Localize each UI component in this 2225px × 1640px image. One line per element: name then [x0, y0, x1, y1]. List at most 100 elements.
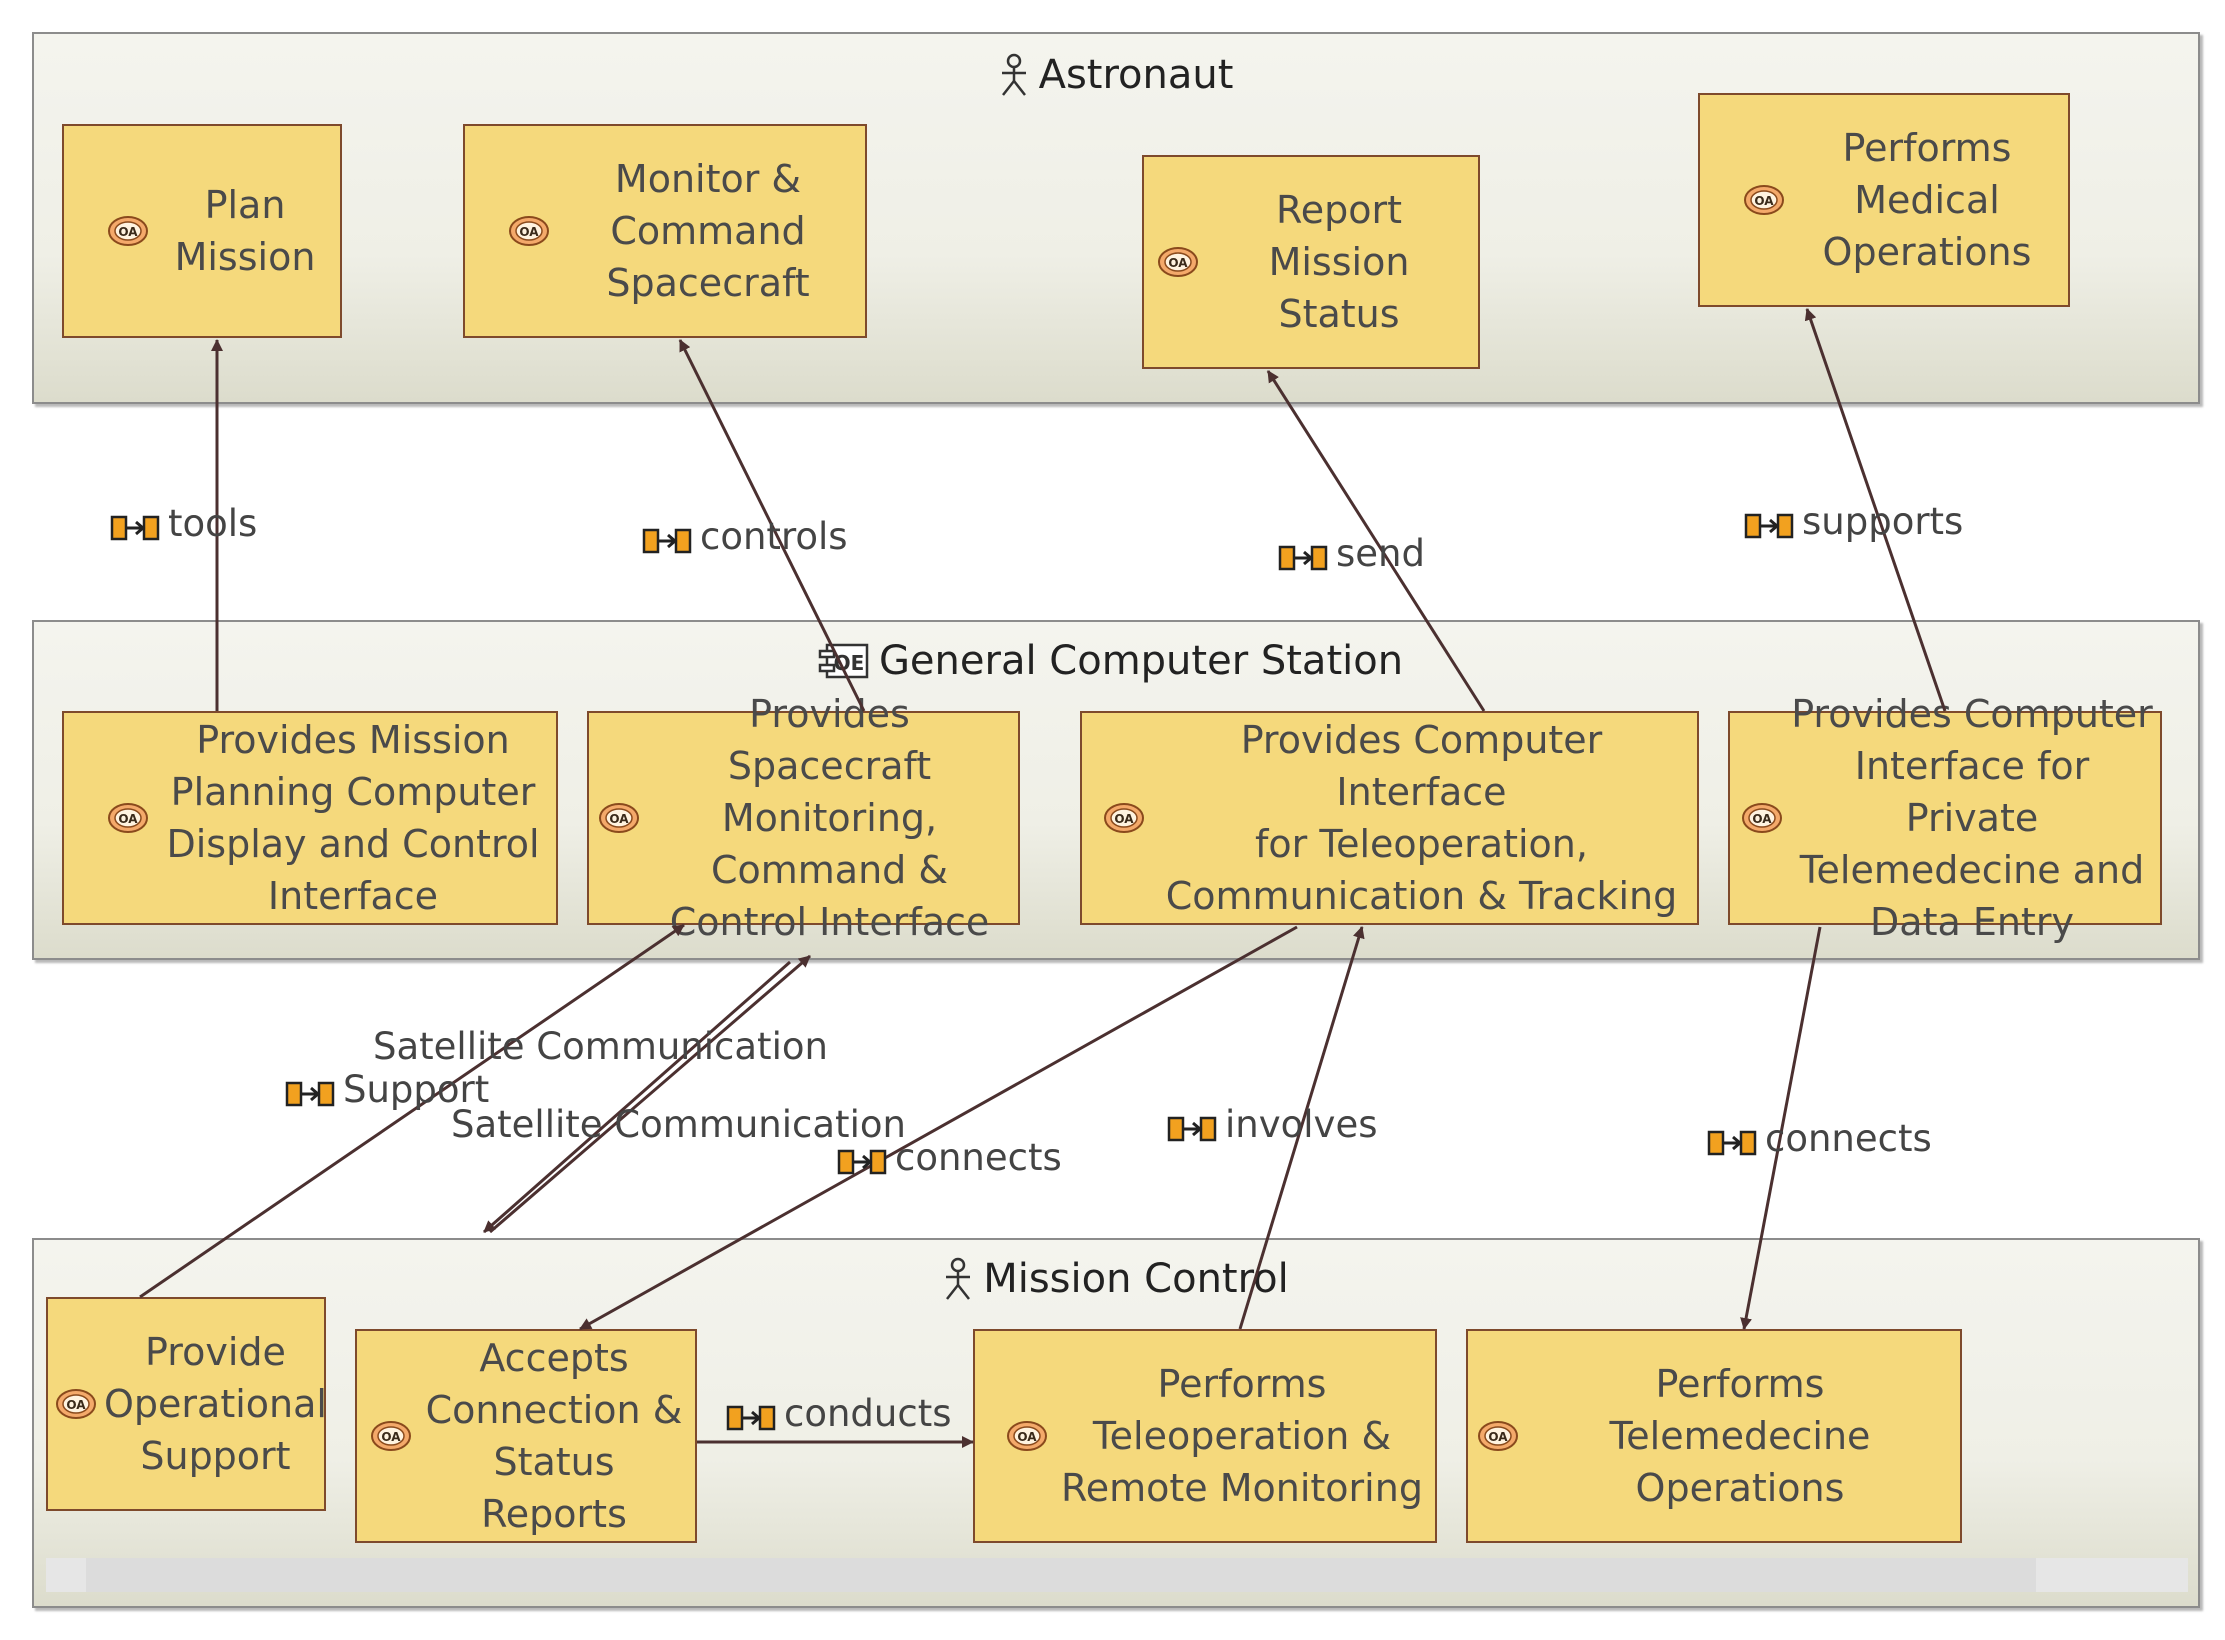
activity-accepts-connection[interactable]: OA Accepts Connection & Status Reports [355, 1329, 697, 1543]
operational-activity-icon: OA [1005, 1419, 1049, 1453]
svg-text:OA: OA [1752, 812, 1772, 826]
activity-monitor-command-spacecraft[interactable]: OA Monitor & Command Spacecraft [463, 124, 867, 338]
svg-text:OA: OA [1017, 1430, 1037, 1444]
operational-activity-icon: OA [1740, 801, 1784, 835]
arrow-controls[interactable] [678, 339, 866, 712]
interaction-icon [837, 1143, 887, 1174]
edge-label-controls: controls [642, 515, 848, 558]
svg-text:OA: OA [1488, 1430, 1508, 1444]
activity-report-mission-status[interactable]: OA Report Mission Status [1142, 155, 1480, 369]
operational-activity-icon: OA [1476, 1419, 1520, 1453]
edge-label-connects-left: connects [837, 1136, 1062, 1179]
lane-station-label: General Computer Station [878, 638, 1404, 684]
interaction-icon [285, 1075, 335, 1106]
horizontal-scrollbar[interactable] [46, 1558, 2188, 1592]
interaction-icon [1278, 539, 1328, 570]
operational-activity-icon: OA [1156, 245, 1200, 279]
arrow-satellite-communication-up[interactable] [489, 954, 811, 1234]
activity-provide-operational-support[interactable]: OA Provide Operational Support [46, 1297, 327, 1511]
edge-label-connects-left-text: connects [895, 1136, 1062, 1179]
edge-label-satellite-comm-support-text2: Support [343, 1068, 490, 1111]
edge-label-send-text: send [1336, 532, 1425, 575]
operational-activity-icon: OA [1742, 183, 1786, 217]
arrow-send[interactable] [1266, 370, 1486, 712]
activity-teleoperation-interface[interactable]: OA Provides Computer Interface for Teleo… [1080, 711, 1699, 925]
arrow-satellite-communication-down[interactable] [483, 960, 791, 1234]
edge-label-tools-text: tools [168, 502, 258, 545]
activity-monitor-command-label: Monitor & Command Spacecraft [606, 157, 810, 305]
edge-label-send: send [1278, 532, 1425, 575]
svg-text:OA: OA [1114, 812, 1134, 826]
edge-label-connects-right-text: connects [1765, 1117, 1932, 1160]
edge-label-supports-text: supports [1802, 500, 1964, 543]
scrollbar-thumb[interactable] [86, 1558, 2036, 1592]
svg-text:OA: OA [381, 1430, 401, 1444]
interaction-icon [1707, 1124, 1757, 1155]
activity-teleop-ui-label: Provides Computer Interface for Teleoper… [1165, 718, 1678, 918]
edge-label-supports: supports [1744, 500, 1963, 543]
operational-activity-icon: OA [106, 214, 150, 248]
edge-label-satellite-comm: Satellite Communication [451, 1103, 906, 1146]
activity-performs-medical-operations[interactable]: OA Performs Medical Operations [1698, 93, 2070, 307]
edge-label-connects-right: connects [1707, 1117, 1932, 1160]
svg-text:OA: OA [1168, 256, 1188, 270]
interaction-icon [1167, 1110, 1217, 1141]
operational-activity-icon: OA [369, 1419, 413, 1453]
svg-text:OA: OA [118, 812, 138, 826]
activity-performs-teleoperation[interactable]: OA Performs Teleoperation & Remote Monit… [973, 1329, 1437, 1543]
actor-icon [1001, 53, 1026, 96]
activity-telemedecine-interface[interactable]: OA Provides Computer Interface for Priva… [1728, 692, 2162, 944]
operational-activity-icon: OA [507, 214, 551, 248]
arrow-involves[interactable] [1238, 926, 1365, 1330]
interaction-icon [1744, 507, 1794, 538]
edge-label-involves-text: involves [1225, 1103, 1378, 1146]
svg-text:OA: OA [66, 1398, 86, 1412]
activity-telemedecine-ops-label: Performs Telemedecine Operations [1609, 1362, 1871, 1510]
activity-spacecraft-ui-label: Provides Spacecraft Monitoring, Command … [669, 692, 990, 944]
arrow-supports[interactable] [1804, 308, 1947, 712]
svg-text:OA: OA [519, 225, 539, 239]
edge-label-conducts-text: conducts [784, 1392, 952, 1435]
lane-astronaut-title: Astronaut [34, 50, 2198, 98]
actor-icon [946, 1257, 971, 1300]
interaction-icon [726, 1399, 776, 1430]
activity-teleoperation-label: Performs Teleoperation & Remote Monitori… [1061, 1362, 1423, 1510]
svg-text:OA: OA [609, 812, 629, 826]
activity-mission-planning-label: Provides Mission Planning Computer Displ… [166, 718, 540, 918]
activity-mission-planning-interface[interactable]: OA Provides Mission Planning Computer Di… [62, 711, 558, 925]
activity-operational-support-label: Provide Operational Support [104, 1330, 327, 1478]
activity-telemed-ui-label: Provides Computer Interface for Private … [1791, 692, 2153, 944]
activity-performs-telemedecine-operations[interactable]: OA Performs Telemedecine Operations [1466, 1329, 1962, 1543]
interaction-icon [642, 522, 692, 553]
component-icon: OE [818, 643, 869, 679]
operational-activity-icon: OA [597, 801, 641, 835]
edge-label-satellite-comm-support-text1: Satellite Communication [373, 1025, 828, 1068]
activity-report-status-label: Report Mission Status [1268, 188, 1410, 336]
lane-mission-control-label: Mission Control [983, 1256, 1289, 1302]
activity-plan-mission[interactable]: OA Plan Mission [62, 124, 342, 338]
activity-plan-mission-label: Plan Mission [174, 183, 316, 279]
arrow-connects-left[interactable] [579, 925, 1298, 1331]
operational-activity-icon: OA [54, 1387, 98, 1421]
operational-activity-icon: OA [1102, 801, 1146, 835]
edge-label-satellite-comm-support-line1: Satellite Communication [373, 1025, 828, 1068]
arrow-satellite-communication-support[interactable] [139, 923, 685, 1299]
activity-spacecraft-monitoring-interface[interactable]: OA Provides Spacecraft Monitoring, Comma… [587, 692, 1020, 944]
lane-astronaut-label: Astronaut [1038, 52, 1234, 98]
activity-accepts-connection-label: Accepts Connection & Status Reports [425, 1336, 683, 1536]
arrow-connects-right[interactable] [1740, 926, 1822, 1330]
edge-label-involves: involves [1167, 1103, 1377, 1146]
edge-label-conducts: conducts [726, 1392, 952, 1435]
interaction-icon [110, 509, 160, 540]
edge-label-controls-text: controls [700, 515, 848, 558]
lane-mission-control-title: Mission Control [34, 1254, 2198, 1302]
svg-text:OA: OA [118, 225, 138, 239]
operational-activity-icon: OA [106, 801, 150, 835]
edge-label-satellite-comm-text: Satellite Communication [451, 1103, 906, 1146]
activity-medical-ops-label: Performs Medical Operations [1822, 126, 2032, 274]
svg-text:OA: OA [1754, 194, 1774, 208]
edge-label-satellite-comm-support-line2: Support [285, 1068, 489, 1111]
